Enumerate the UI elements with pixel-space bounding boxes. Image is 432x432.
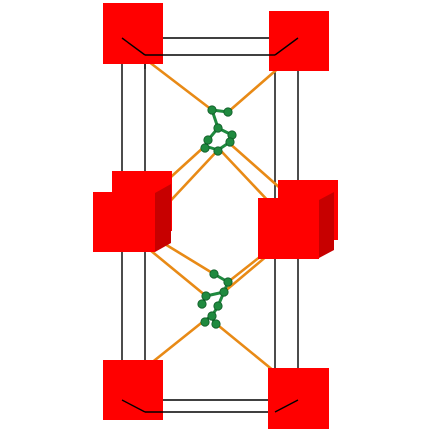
linker-bond	[220, 150, 274, 207]
metal-node	[269, 11, 329, 71]
bridging-linker	[197, 269, 233, 329]
linker-bond	[226, 140, 282, 190]
linker-atom	[207, 311, 217, 321]
metal-node-face	[103, 360, 163, 420]
metal-nodes	[93, 3, 338, 429]
metal-node	[268, 368, 329, 429]
cell-edge	[121, 37, 146, 56]
linker-atom	[213, 146, 223, 156]
linker-atom	[203, 135, 213, 145]
metal-node	[103, 3, 163, 64]
bridging-linker	[200, 105, 237, 156]
cell-edge	[274, 399, 299, 413]
linker-atom	[197, 299, 207, 309]
linker-atom	[200, 317, 210, 327]
metal-node-face	[103, 3, 163, 64]
metal-node-side	[155, 184, 171, 252]
linker-atom	[200, 143, 210, 153]
linker-atom	[225, 137, 235, 147]
linker-atom	[223, 277, 233, 287]
linker-atom	[219, 287, 229, 297]
linker-bond	[138, 53, 214, 112]
linker-atom	[207, 105, 217, 115]
cell-edge	[274, 37, 299, 56]
linker-atom	[223, 107, 233, 117]
linker-atom	[213, 301, 223, 311]
linker-atom	[211, 319, 221, 329]
metal-node-face	[93, 192, 155, 252]
unit-cell-front-edges	[121, 37, 299, 413]
metal-node	[258, 192, 334, 259]
metal-node-side	[319, 192, 334, 258]
linker-atom	[209, 269, 219, 279]
linker-bond	[148, 248, 208, 298]
metal-node-face	[258, 198, 319, 259]
linker-atom	[201, 291, 211, 301]
metal-node-face	[268, 368, 329, 429]
linker-atom	[213, 123, 223, 133]
cell-edge	[121, 399, 146, 413]
metal-node	[93, 184, 171, 252]
linker-bond	[222, 253, 270, 294]
metal-node	[103, 360, 163, 420]
metal-node-face	[269, 11, 329, 71]
